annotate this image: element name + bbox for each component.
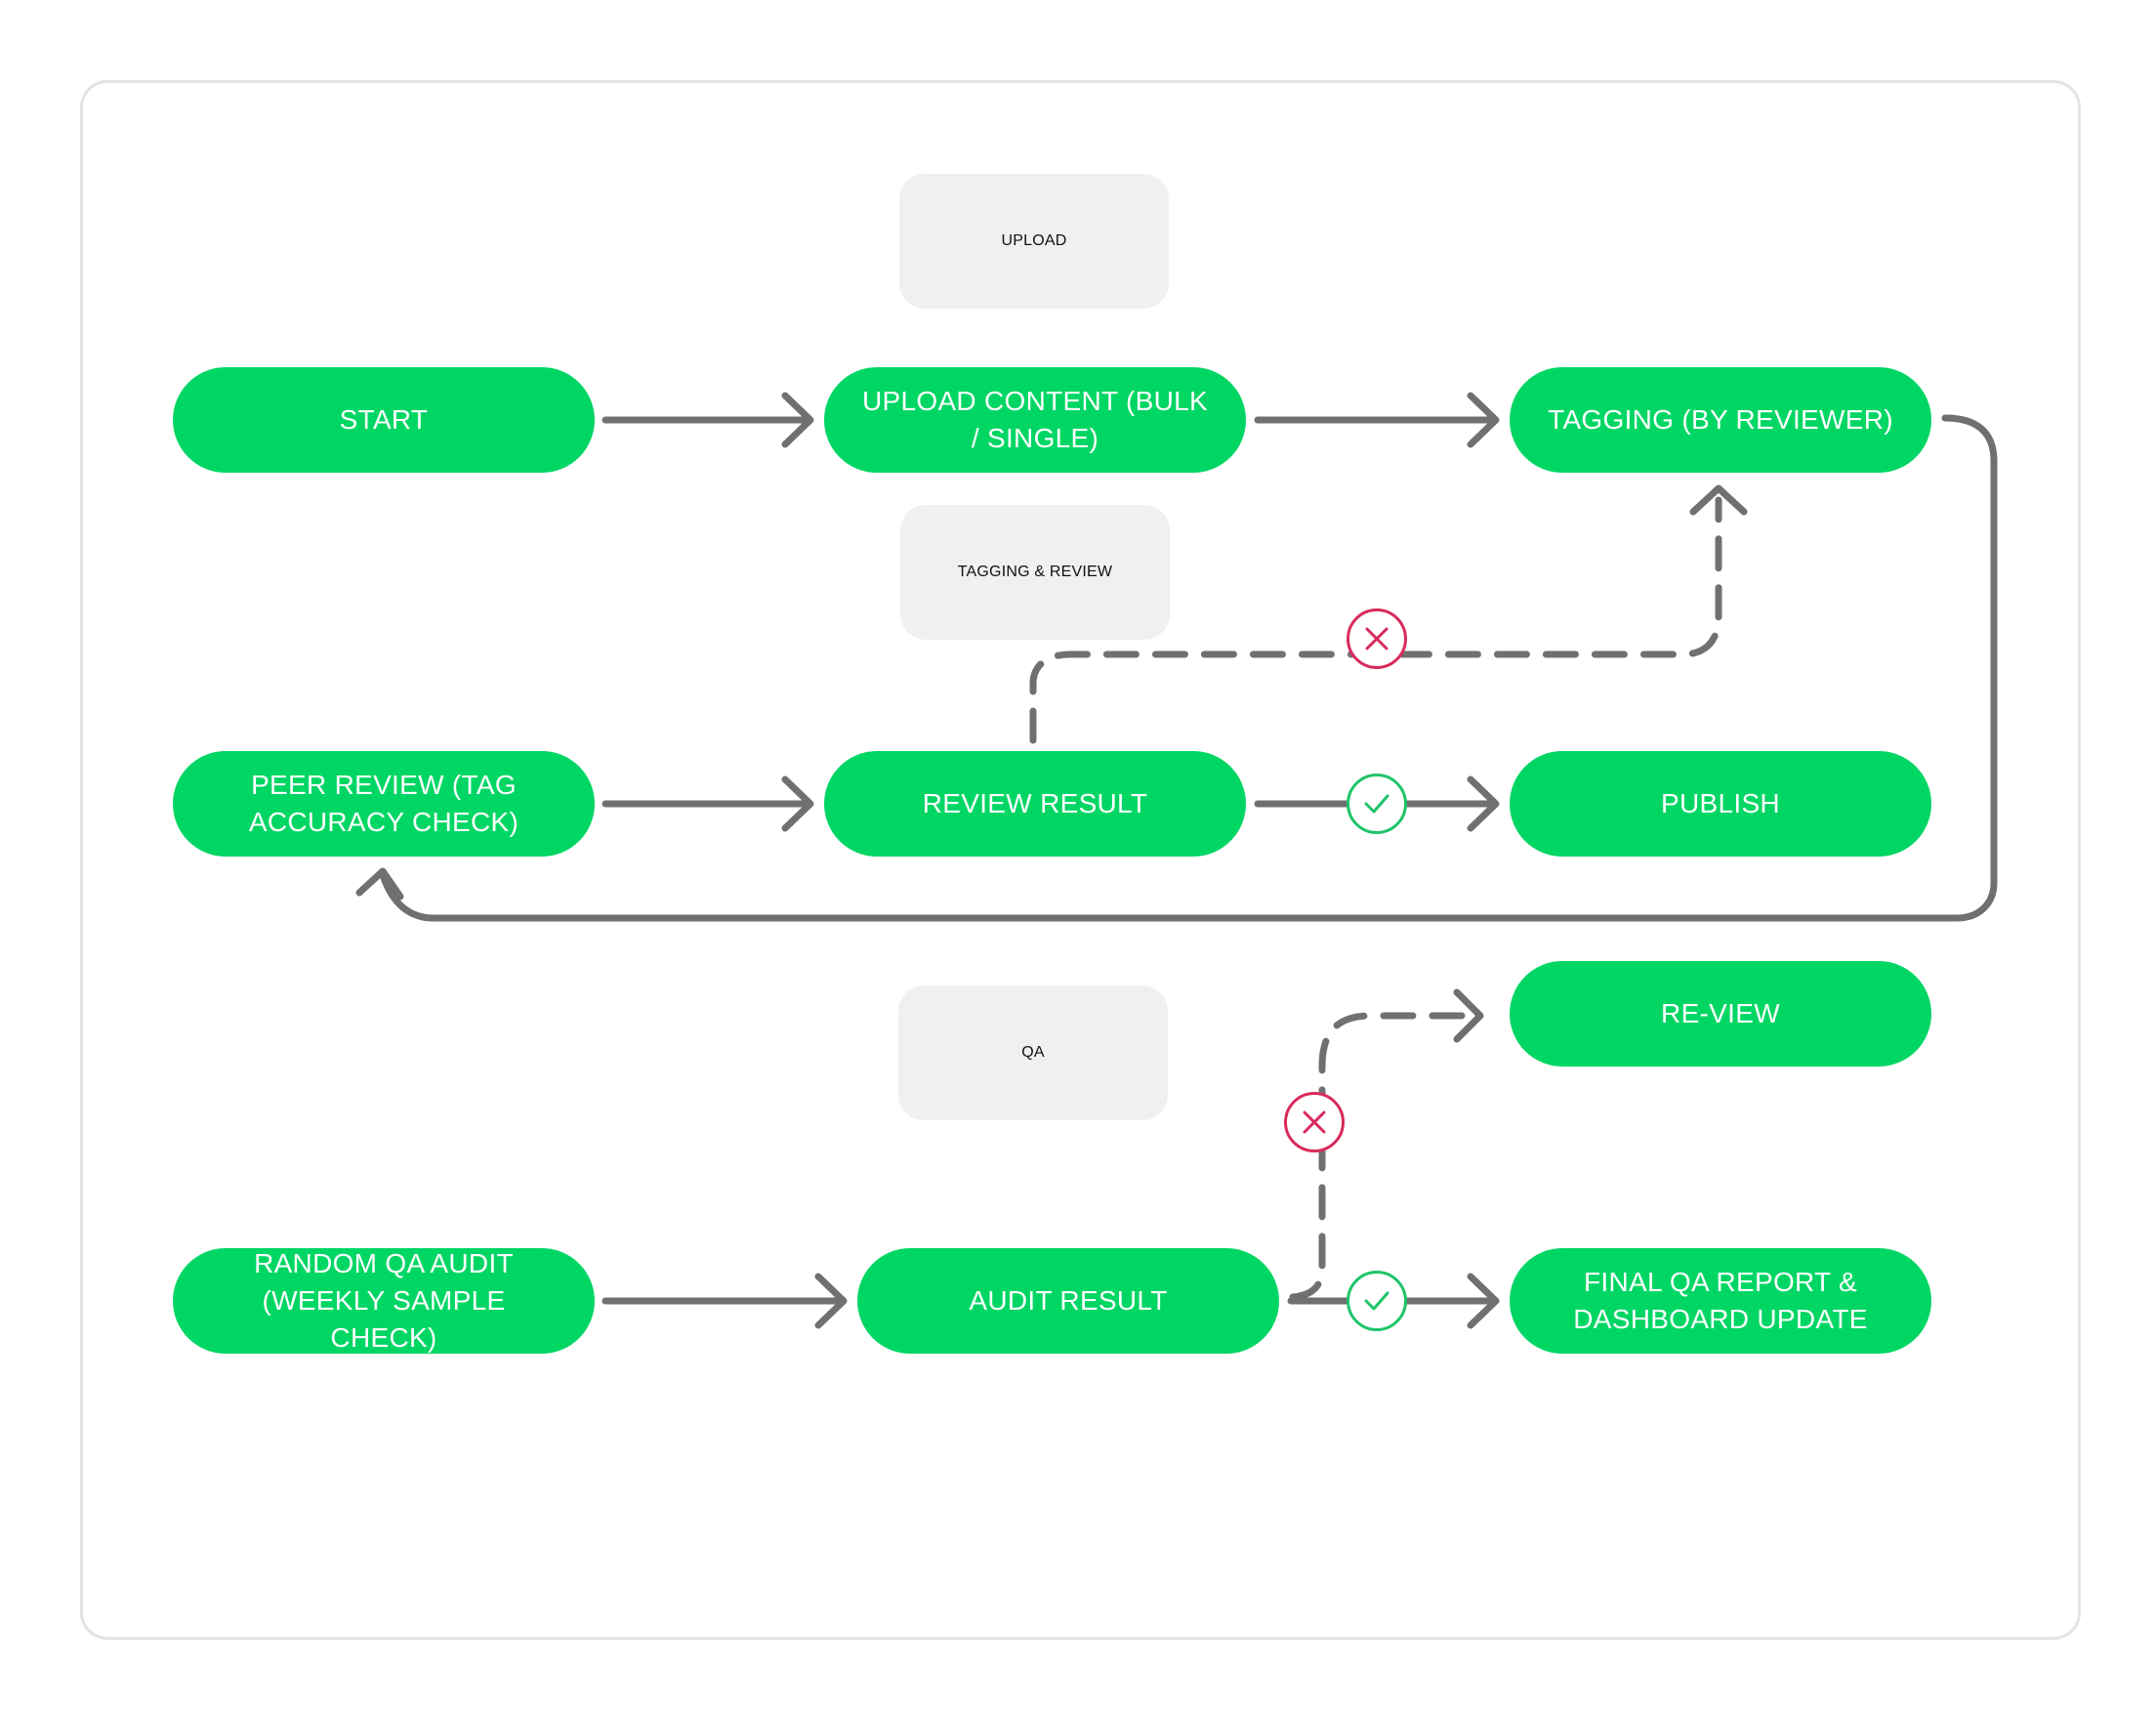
arrowhead-peer-review: [355, 867, 404, 900]
node-audit-result[interactable]: AUDIT RESULT: [857, 1248, 1279, 1354]
check-mark-icon: [1347, 774, 1407, 834]
lane-label-tagging-review: TAGGING & REVIEW: [900, 505, 1170, 640]
node-peer-review-label: PEER REVIEW (TAG ACCURACY CHECK): [248, 770, 519, 837]
x-mark-icon: [1347, 608, 1407, 669]
lane-label-upload: UPLOAD: [899, 174, 1169, 309]
node-review-result[interactable]: REVIEW RESULT: [824, 751, 1246, 857]
check-mark-icon: [1347, 1271, 1407, 1331]
lane-label-qa-text: QA: [1021, 1044, 1045, 1061]
diagram-frame: [80, 80, 2081, 1640]
arrowhead-tagging: [1467, 392, 1500, 448]
node-final-report-label: FINAL QA REPORT & DASHBOARD UPDATE: [1573, 1267, 1868, 1334]
node-audit-result-label: AUDIT RESULT: [969, 1285, 1168, 1316]
connector-audit-to-review-dashed: [1289, 1012, 1478, 1301]
arrowhead-audit-result: [814, 1273, 848, 1329]
arrowhead-publish: [1467, 775, 1500, 832]
node-peer-review[interactable]: PEER REVIEW (TAG ACCURACY CHECK): [173, 751, 595, 857]
node-start-label: START: [339, 404, 429, 435]
x-mark-icon: [1284, 1092, 1345, 1152]
node-publish[interactable]: PUBLISH: [1510, 751, 1931, 857]
node-random-qa-audit-label: RANDOM QA AUDIT (WEEKLY SAMPLE CHECK): [254, 1248, 514, 1353]
node-tagging[interactable]: TAGGING (BY REVIEWER): [1510, 367, 1931, 473]
node-final-report[interactable]: FINAL QA REPORT & DASHBOARD UPDATE: [1510, 1248, 1931, 1354]
lane-label-tagging-review-text: TAGGING & REVIEW: [957, 564, 1113, 580]
arrowhead-upload: [781, 392, 814, 448]
lane-label-qa: QA: [898, 985, 1168, 1120]
node-upload-content[interactable]: UPLOAD CONTENT (BULK / SINGLE): [824, 367, 1246, 473]
connector-tagging-to-peer-loop: [379, 414, 1998, 922]
arrowhead-final-report: [1467, 1273, 1500, 1329]
connector-result-to-tagging-dashed: [1029, 496, 1722, 744]
arrowhead-review-result: [781, 775, 814, 832]
node-start[interactable]: START: [173, 367, 595, 473]
node-random-qa-audit[interactable]: RANDOM QA AUDIT (WEEKLY SAMPLE CHECK): [173, 1248, 595, 1354]
node-tagging-label: TAGGING (BY REVIEWER): [1548, 404, 1893, 435]
node-publish-label: PUBLISH: [1661, 788, 1780, 818]
node-review-result-label: REVIEW RESULT: [922, 788, 1148, 818]
arrowhead-re-view: [1453, 988, 1484, 1043]
arrowhead-tagging-return: [1689, 484, 1748, 516]
lane-label-upload-text: UPLOAD: [1001, 232, 1067, 249]
node-upload-content-label: UPLOAD CONTENT (BULK / SINGLE): [862, 386, 1208, 453]
node-re-view[interactable]: RE-VIEW: [1510, 961, 1931, 1067]
node-re-view-label: RE-VIEW: [1661, 998, 1780, 1028]
